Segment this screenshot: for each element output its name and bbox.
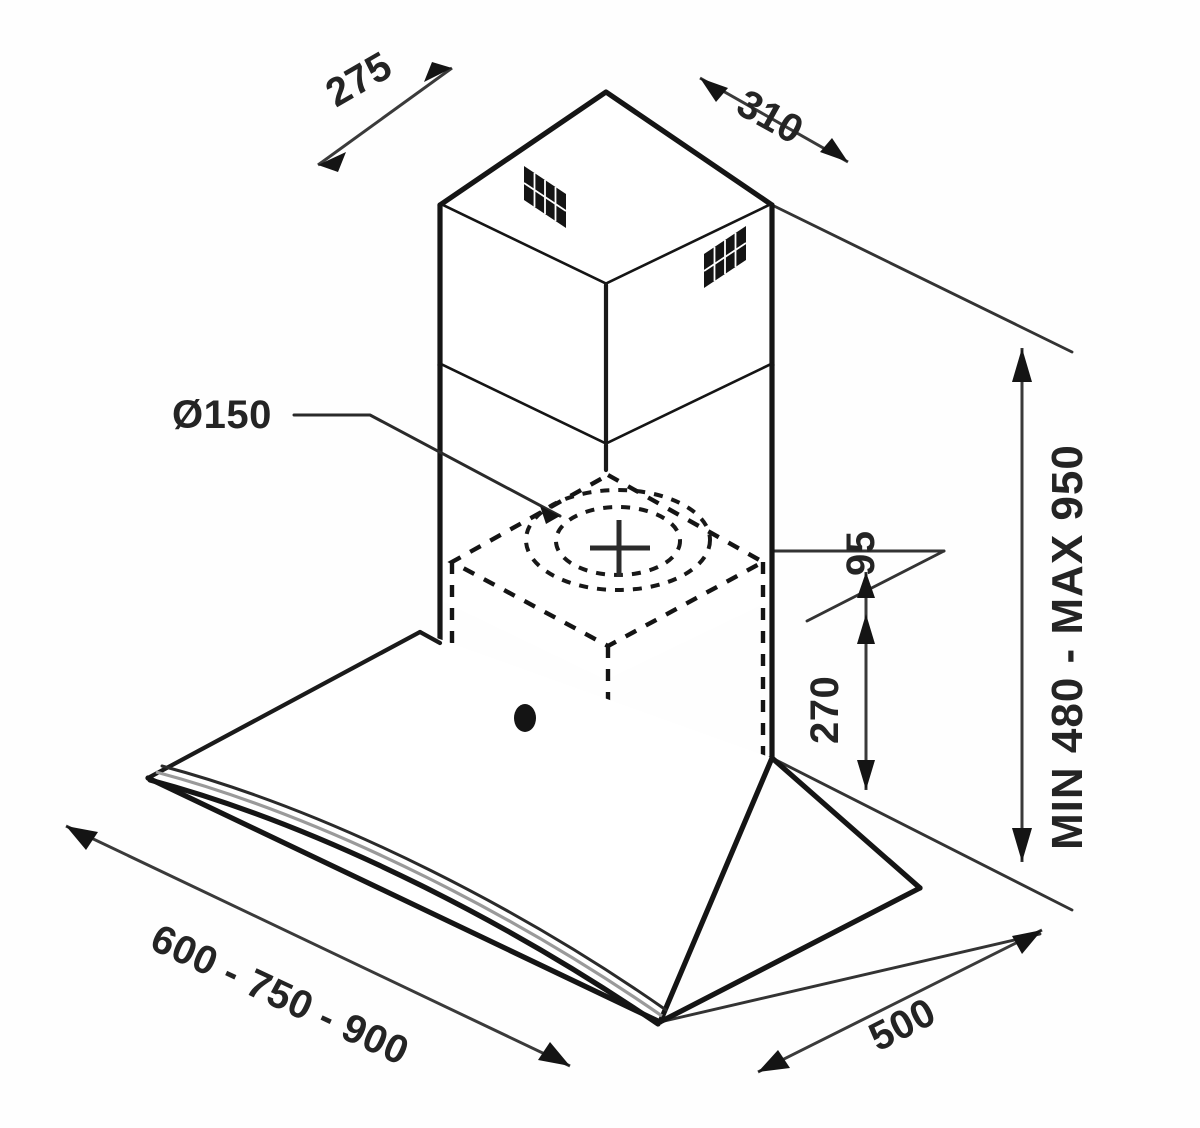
dim-270-label: 270 bbox=[803, 676, 847, 744]
duct-diameter-leader bbox=[292, 413, 562, 524]
dim-d150-label: Ø150 bbox=[172, 393, 272, 437]
vent-grille-right bbox=[703, 226, 747, 288]
dim-min-max-height bbox=[1012, 348, 1032, 862]
control-button[interactable] bbox=[514, 704, 536, 732]
dim-275-label: 275 bbox=[319, 44, 400, 116]
dim-500-label: 500 bbox=[862, 990, 943, 1060]
dim-canopy-width bbox=[65, 824, 571, 1068]
vent-grille-left bbox=[523, 166, 567, 228]
dim-95-label: 95 bbox=[839, 531, 883, 577]
wall-plane bbox=[658, 203, 1074, 1024]
dim-310-label: 310 bbox=[730, 81, 811, 153]
curved-glass bbox=[147, 764, 668, 1027]
dim-minmax-label: MIN 480 - MAX 950 bbox=[1043, 444, 1092, 850]
duct-outlet bbox=[524, 488, 712, 592]
canopy bbox=[145, 629, 923, 1025]
dim-275 bbox=[317, 62, 453, 172]
dim-canopy-depth bbox=[757, 928, 1043, 1074]
dim-canopy-width-label: 600 - 750 - 900 bbox=[144, 916, 415, 1074]
dim-310 bbox=[699, 76, 849, 164]
dim-270 bbox=[857, 614, 875, 790]
